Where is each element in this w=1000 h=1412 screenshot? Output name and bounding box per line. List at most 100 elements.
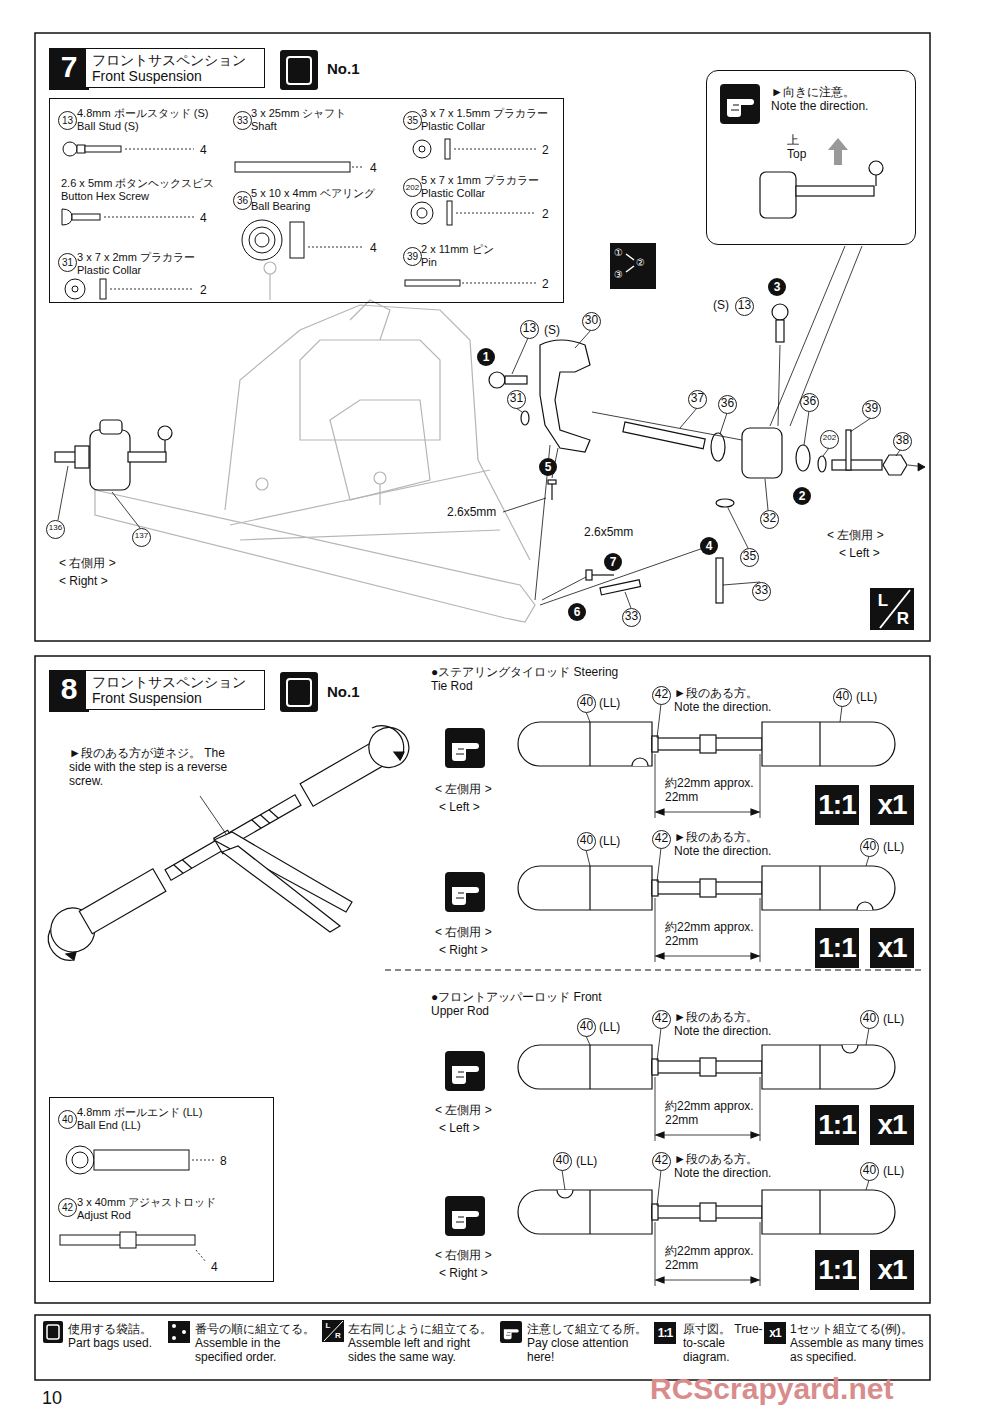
chassis-drawing <box>374 472 386 484</box>
part-name: 4.8mm ボールスタッド (S) Ball Stud (S) <box>77 107 222 133</box>
tie-rod-assembly-drawing <box>269 808 278 820</box>
rod-rows <box>866 856 869 866</box>
quantity: 4 <box>369 161 378 175</box>
parts-icons <box>447 201 452 225</box>
callout-number: 40 <box>553 1152 572 1171</box>
note-drawing <box>869 161 883 175</box>
callout-number: 202 <box>820 430 839 449</box>
hand-icon <box>500 1321 522 1343</box>
callout-number: 40 <box>577 832 596 851</box>
note-text: (S) <box>712 298 730 312</box>
rod-rows <box>586 850 590 866</box>
hand-icon <box>445 728 485 768</box>
scale-badge: x1 <box>870 1250 914 1290</box>
bag-number: No.1 <box>327 683 360 701</box>
callout-number: 33 <box>752 582 771 601</box>
quantity: 4 <box>369 241 378 255</box>
note-text: ►段のある方が逆ネジ。 The side with the step is a … <box>68 746 250 788</box>
scale-badge: 1:1 <box>815 1250 859 1290</box>
rod-rows <box>857 902 873 910</box>
knuckle-drawing <box>128 452 166 462</box>
callout-number: 30 <box>582 312 601 331</box>
part-name: 2 x 11mm ピン Pin <box>421 243 501 269</box>
part-name: 3 x 7 x 1.5mm プラカラー Plastic Collar <box>421 107 559 133</box>
parts-icons <box>411 202 433 224</box>
bag-icon <box>280 50 318 90</box>
callout-number: 40 <box>58 1110 77 1129</box>
quantity-leader <box>454 149 536 150</box>
quantity-leader <box>104 217 194 218</box>
callout-number: 13 <box>735 297 754 316</box>
part-name: 4.8mm ボールエンド (LL) Ball End (LL) <box>77 1106 217 1132</box>
legend-icons <box>500 1321 522 1343</box>
tie-rod-assembly-drawing <box>182 858 191 870</box>
note-text: 約22mm approx. 22mm <box>664 1099 756 1127</box>
chassis-drawing <box>264 262 276 274</box>
quantity-leader <box>462 283 536 284</box>
callout-number: 38 <box>893 432 912 451</box>
quantity: 4 <box>199 211 208 225</box>
exploded-parts <box>505 376 527 384</box>
parts-icons <box>72 286 78 292</box>
callout-number: 40 <box>860 838 879 857</box>
order-icon <box>610 243 656 289</box>
chassis-drawing <box>300 340 440 440</box>
exploded-parts <box>846 430 851 470</box>
parts-icons <box>413 140 431 158</box>
exploded-parts <box>772 304 788 320</box>
part-name: 5 x 10 x 4mm ベアリング Ball Bearing <box>251 187 391 213</box>
exploded-parts <box>592 574 614 575</box>
parts-icons <box>85 146 121 152</box>
leader-line <box>770 246 845 426</box>
chassis-drawing <box>256 478 268 490</box>
parts-icons <box>62 209 72 225</box>
leader-line <box>896 450 900 456</box>
note-text: 2.6x5mm <box>446 505 497 519</box>
step-order-number: 5 <box>539 458 557 476</box>
parts-icons <box>249 227 275 253</box>
leader-line <box>720 413 727 434</box>
note-text: ►段のある方。 Note the direction. <box>673 1010 783 1038</box>
parts-icons <box>77 145 85 153</box>
callout-number: 36 <box>718 395 737 414</box>
quantity-leader <box>308 247 364 248</box>
note-text: (LL) <box>598 1020 621 1034</box>
part-name: 3 x 7 x 2mm プラカラー Plastic Collar <box>77 251 227 277</box>
step-order-number: 1 <box>477 348 495 366</box>
legend-icons <box>47 1325 59 1339</box>
rod-rows <box>385 704 925 1286</box>
note-text: (LL) <box>598 834 621 848</box>
quantity: 2 <box>541 143 550 157</box>
exploded-parts <box>540 340 590 452</box>
knuckle-drawing <box>158 426 172 440</box>
hand-icon <box>445 1051 485 1091</box>
legend-text: 1セット組立てる(例)。 Assemble as many times as s… <box>790 1322 926 1364</box>
callout-number: 42 <box>58 1198 77 1217</box>
order-icon-number: ③ <box>614 269 623 280</box>
legend-icons <box>324 1321 343 1341</box>
scale-badge: x1 <box>870 1105 914 1145</box>
callout-number: 13 <box>58 111 77 130</box>
legend-text: 使用する袋詰。 Part bags used. <box>68 1322 158 1350</box>
knuckle-drawing <box>112 492 140 528</box>
leader-line <box>592 412 742 440</box>
tie-rod-assembly-drawing <box>66 952 76 960</box>
callout-number: 42 <box>652 686 671 705</box>
part-name: 2.6 x 5mm ボタンヘックスビス Button Hex Screw <box>61 177 226 203</box>
note-text: < Left > <box>838 546 881 560</box>
note-text: (LL) <box>882 1164 905 1178</box>
rod-rows <box>866 1180 869 1190</box>
leader-line <box>503 246 925 608</box>
lr-icon <box>870 588 914 630</box>
legend-icons <box>172 1336 176 1340</box>
hand-icon <box>445 1196 485 1236</box>
scale-badge: x1 <box>870 928 914 968</box>
step-number-box: 7 <box>49 48 89 90</box>
parts-icons <box>445 139 450 159</box>
note-drawing <box>796 186 874 196</box>
panel-frame <box>35 656 930 1303</box>
leader-line <box>728 508 748 548</box>
note-text: < 左側用 > <box>434 1103 493 1117</box>
rod-rows <box>842 1045 858 1053</box>
